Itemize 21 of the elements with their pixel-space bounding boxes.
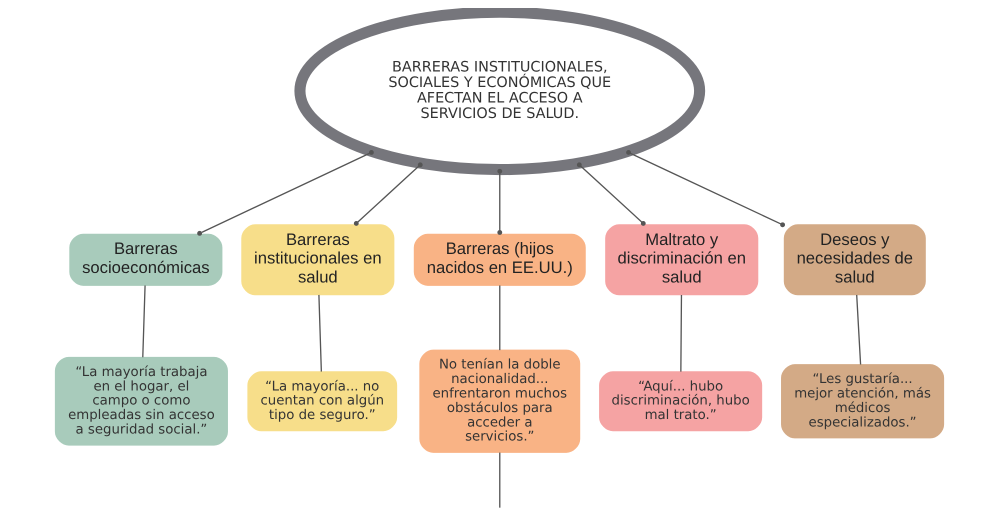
connector [318,294,322,372]
connector [626,150,786,228]
connector [856,294,862,365]
connector [354,162,423,226]
connector [497,168,502,235]
connector [680,294,682,372]
connector [499,285,500,350]
node-box: Barreras (hijos nacidos en EE.UU.) [414,234,586,286]
node-box: “Les gustaría... mejor atención, más médicos especializados.” [781,364,944,438]
node-box: No tenían la doble nacionalidad... enfrentaron muchos obstáculos para acceder a servicios.” [419,350,580,453]
node-box: Barreras socioeconómicas [69,234,222,286]
connector [576,162,646,226]
connector [142,285,146,358]
node-box: “La mayoría trabaja en el hogar, el campo o como empleadas sin acceso a seguridad social.” [54,356,228,446]
node-box: Barreras institucionales en salud [241,224,394,296]
node-box: “La mayoría... no cuentan con algún tipo de seguro.” [247,371,398,432]
node-box: “Aquí... hubo discriminación, hubo mal trato.” [599,371,762,432]
connector [499,452,500,508]
node-box: Deseos y necesidades de salud [784,224,926,296]
connector [197,150,374,236]
node-box: Maltrato y discriminación en salud [605,224,758,296]
